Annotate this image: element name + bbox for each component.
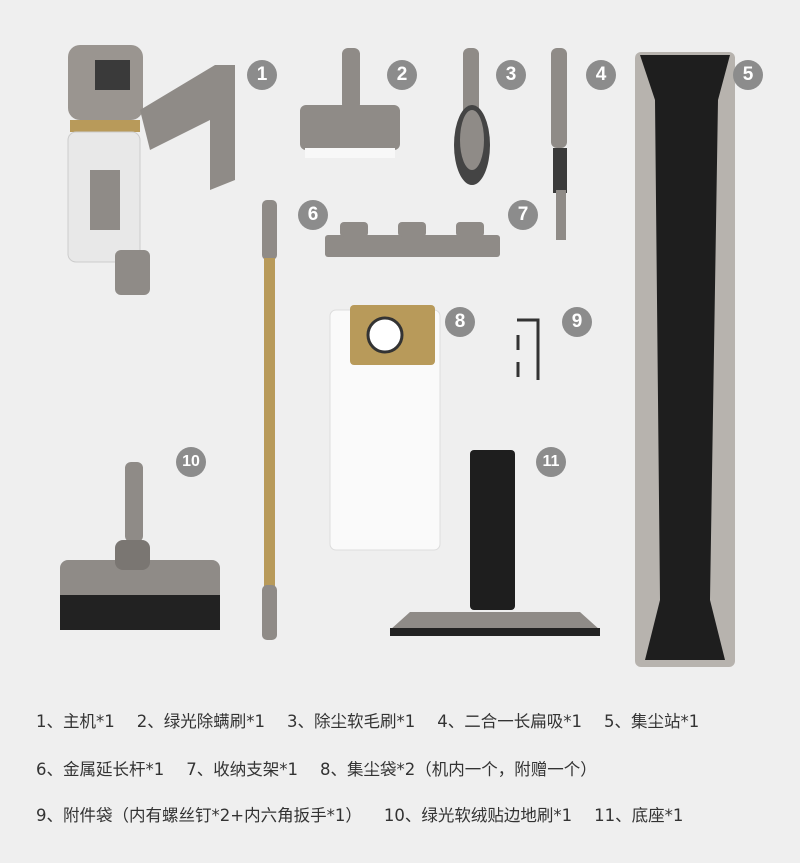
legend-line-3: 9、附件袋（内有螺丝钉*2+内六角扳手*1） 10、绿光软绒贴边地刷*1 11、底座… <box>36 802 705 826</box>
legend-line-2: 6、金属延长杆*1 7、收纳支架*1 8、集尘袋*2（机内一个，附赠一个） <box>36 756 619 780</box>
legend-item: 4、二合一长扁吸*1 <box>437 712 582 731</box>
badge-9: 9 <box>562 307 592 337</box>
badge-6: 6 <box>298 200 328 230</box>
legend-item: 11、底座*1 <box>594 806 684 825</box>
badge-1: 1 <box>247 60 277 90</box>
legend-item: 3、除尘软毛刷*1 <box>287 712 416 731</box>
dust-brush-image <box>454 48 490 185</box>
badge-2: 2 <box>387 60 417 90</box>
legend-item: 10、绿光软绒贴边地刷*1 <box>383 806 573 825</box>
legend-item: 5、集尘站*1 <box>604 712 700 731</box>
badge-10: 10 <box>176 447 206 477</box>
legend-item: 7、收纳支架*1 <box>186 760 298 779</box>
badge-4: 4 <box>586 60 616 90</box>
legend-item: 1、主机*1 <box>36 712 115 731</box>
legend-item: 2、绿光除螨刷*1 <box>136 712 265 731</box>
storage-holder-image <box>325 222 500 257</box>
legend-item: 9、附件袋（内有螺丝钉*2+内六角扳手*1） <box>36 806 362 825</box>
legend-item: 6、金属延长杆*1 <box>36 760 165 779</box>
legend-item: 8、集尘袋*2（机内一个，附赠一个） <box>320 760 597 779</box>
badge-7: 7 <box>508 200 538 230</box>
product-illustration <box>60 45 735 667</box>
crevice-tool-image <box>551 48 567 240</box>
legend-line-1: 1、主机*1 2、绿光除螨刷*1 3、除尘软毛刷*1 4、二合一长扁吸*1 5、集尘站*… <box>36 708 721 732</box>
base-stand-image <box>390 450 600 636</box>
mite-brush-image <box>300 48 400 158</box>
badge-8: 8 <box>445 307 475 337</box>
badge-5: 5 <box>733 60 763 90</box>
main-unit-image <box>67 45 235 295</box>
floor-brush-image <box>60 462 220 630</box>
dust-station-image <box>635 52 735 667</box>
extension-tube-image <box>262 200 277 640</box>
badge-11: 11 <box>536 447 566 477</box>
accessory-hardware-image <box>516 318 540 380</box>
dust-bag-image <box>329 305 441 551</box>
badge-3: 3 <box>496 60 526 90</box>
